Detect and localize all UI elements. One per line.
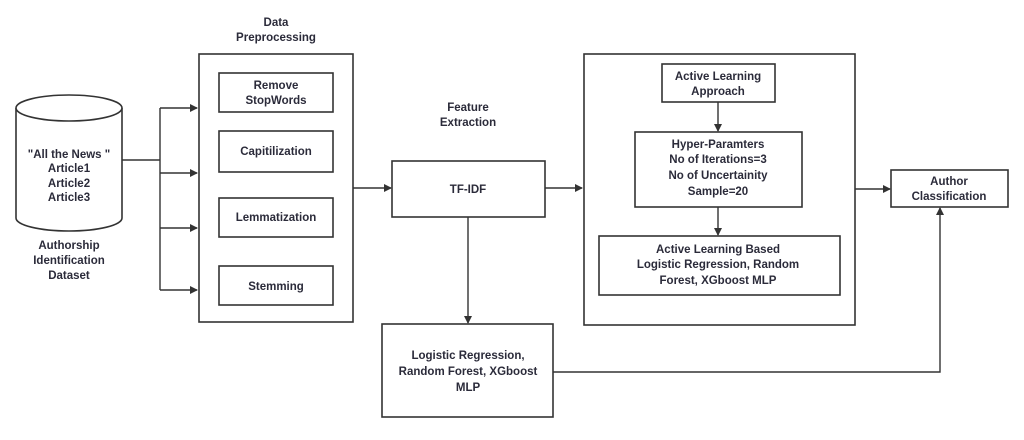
label-text: Active Learning Based — [656, 244, 780, 256]
label-text: Data — [264, 17, 290, 29]
dataset-line: Article2 — [48, 178, 90, 190]
label-text: Dataset — [48, 270, 90, 282]
hyperparameters-box: Hyper-Paramters No of Iterations=3 No of… — [634, 131, 803, 208]
label-text: Approach — [691, 86, 745, 98]
dataset-line: "All the News " — [28, 149, 110, 161]
tf-idf-box: TF-IDF — [391, 160, 546, 218]
label-text: Preprocessing — [236, 32, 316, 44]
step-stemming: Stemming — [218, 265, 334, 306]
label-text: Logistic Regression, Random — [637, 259, 799, 271]
label-text: Capitilization — [240, 146, 312, 158]
label-text: Hyper-Paramters — [672, 139, 765, 151]
label-text: Extraction — [440, 117, 496, 129]
feature-extraction-title: Feature Extraction — [440, 102, 496, 129]
author-classification-box: Author Classification — [890, 169, 1009, 208]
label-text: Forest, XGboost MLP — [660, 275, 777, 287]
step-lemmatization: Lemmatization — [218, 197, 334, 238]
label-text: Identification — [33, 255, 105, 267]
label-text: Lemmatization — [236, 212, 317, 224]
step-remove-stopwords: Remove StopWords — [218, 72, 334, 113]
label-text: Random Forest, XGboost — [399, 366, 538, 378]
label-text: Feature — [447, 102, 489, 114]
label-text: Authorship — [38, 240, 99, 252]
label-text: No of Uncertainity — [668, 170, 768, 182]
active-learning-models-box: Active Learning Based Logistic Regressio… — [598, 235, 841, 296]
label-text: Logistic Regression, — [411, 350, 524, 362]
active-learning-approach-box: Active Learning Approach — [661, 63, 776, 103]
baseline-models-box: Logistic Regression, Random Forest, XGbo… — [381, 323, 554, 418]
label-text: MLP — [456, 382, 481, 394]
label-text: Active Learning — [675, 71, 761, 83]
label-text: Sample=20 — [688, 186, 748, 198]
step-capitilization: Capitilization — [218, 130, 334, 173]
preprocessing-title: Data Preprocessing — [236, 17, 316, 44]
label-text: Remove — [254, 80, 299, 92]
label-text: Author — [930, 176, 968, 188]
dataset-line: Article3 — [48, 192, 90, 204]
dataset-line: Article1 — [48, 163, 91, 175]
arrow — [553, 207, 944, 373]
dataset-to-preprocessing-connectors — [122, 104, 198, 294]
label-text: Stemming — [248, 281, 304, 293]
dataset-cylinder: "All the News " Article1 Article2 Articl… — [15, 94, 123, 232]
label-text: No of Iterations=3 — [669, 154, 766, 166]
label-text: TF-IDF — [450, 184, 486, 196]
label-text: StopWords — [245, 95, 306, 107]
dataset-caption: Authorship Identification Dataset — [33, 240, 105, 282]
label-text: Classification — [912, 191, 987, 203]
